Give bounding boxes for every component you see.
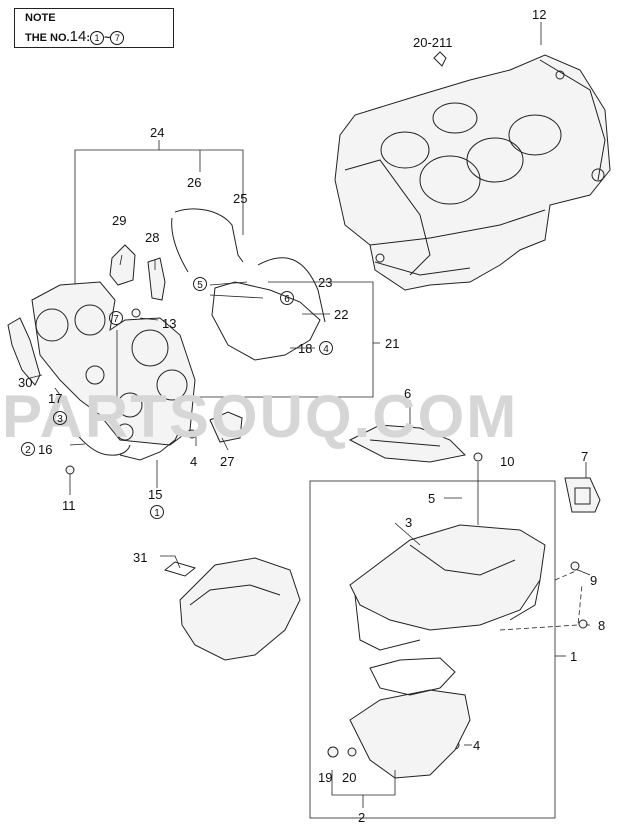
label-24: 24 [150, 125, 164, 140]
callout-2: 2 [25, 445, 31, 456]
label-20: 20 [342, 770, 356, 785]
timing-cover [31, 281, 196, 446]
part-2-lower-pan [349, 657, 471, 779]
label-4-pan: 4 [473, 738, 480, 753]
part-23-gasket [257, 257, 326, 323]
callout-circle-2 [21, 442, 35, 456]
note-title: NOTE [25, 12, 56, 24]
label-4-top: 4 [190, 454, 197, 469]
label-25: 25 [233, 191, 247, 206]
label-13: 13 [162, 316, 176, 331]
label-8: 8 [598, 618, 605, 633]
label-3: 3 [405, 515, 412, 530]
label-26: 26 [187, 175, 201, 190]
label-31: 31 [133, 550, 147, 565]
part-3-upper-pan [349, 524, 546, 651]
note-box: NOTE THE NO.14:1~7 [14, 8, 174, 48]
label-21: 21 [385, 336, 399, 351]
part-labels: 12 20-211 24 26 25 29 28 23 13 22 18 21 … [18, 7, 605, 825]
callout-circle-4 [319, 341, 333, 355]
label-29: 29 [112, 213, 126, 228]
label-27: 27 [220, 454, 234, 469]
label-18: 18 [298, 341, 312, 356]
bracket-24 [74, 140, 244, 290]
part-25-gasket [171, 208, 244, 273]
callout-circle-6 [280, 291, 294, 305]
callout-4: 4 [323, 344, 329, 355]
label-10: 10 [500, 454, 514, 469]
label-19: 19 [318, 770, 332, 785]
note-separator: : [86, 32, 90, 44]
label-20-211: 20-211 [413, 35, 453, 50]
label-12: 12 [532, 7, 546, 22]
label-9: 9 [590, 573, 597, 588]
part-27-sensor [209, 411, 243, 443]
part-29-sensor [109, 244, 136, 286]
leaders-pan [331, 462, 591, 808]
callout-3: 3 [57, 414, 63, 425]
part-16-gasket [69, 424, 131, 456]
part-18-gasket [211, 281, 321, 361]
part-19-20-plugs [327, 746, 357, 758]
callout-1: 1 [154, 508, 160, 519]
note-range-start: 1 [89, 31, 104, 46]
label-11: 11 [62, 498, 76, 513]
part-6-shield [348, 424, 467, 463]
label-7: 7 [581, 449, 588, 464]
part-31-pan [163, 557, 301, 661]
callout-7: 7 [113, 314, 119, 325]
note-range-end: 7 [110, 31, 125, 46]
label-5: 5 [428, 491, 435, 506]
part-28-bracket [147, 257, 166, 301]
label-2-bottom: 2 [358, 810, 365, 825]
engine-block [334, 51, 611, 291]
label-16: 16 [38, 442, 52, 457]
pan-box [309, 480, 556, 819]
note-line: THE NO.14:1~7 [25, 28, 125, 46]
leaders-31 [160, 555, 181, 569]
callout-5: 5 [197, 280, 203, 291]
label-17: 17 [48, 391, 62, 406]
part-15-gasket [119, 429, 181, 461]
label-22: 22 [334, 307, 348, 322]
label-1: 1 [570, 649, 577, 664]
callout-circle-1 [150, 505, 164, 519]
note-prefix: THE NO. [25, 32, 70, 44]
label-6: 6 [404, 386, 411, 401]
label-28: 28 [145, 230, 159, 245]
callout-circle-5 [193, 277, 207, 291]
note-range-sep: ~ [103, 32, 111, 44]
label-30: 30 [18, 375, 32, 390]
part-30-bracket [7, 317, 41, 386]
dashed-leaders [499, 569, 583, 631]
note-number: 14 [69, 28, 87, 45]
watermark: PARTSOUQ.COM [2, 383, 518, 450]
bracket-21 [118, 281, 380, 398]
callout-6: 6 [284, 294, 290, 305]
leaders-timing [29, 254, 330, 495]
label-23: 23 [318, 275, 332, 290]
label-15: 15 [148, 487, 162, 502]
callout-circle-3 [53, 411, 67, 425]
circled-callouts: 5 6 7 4 3 2 1 [21, 277, 333, 519]
callout-circle-7 [109, 311, 123, 325]
part-7-strainer [564, 477, 601, 513]
